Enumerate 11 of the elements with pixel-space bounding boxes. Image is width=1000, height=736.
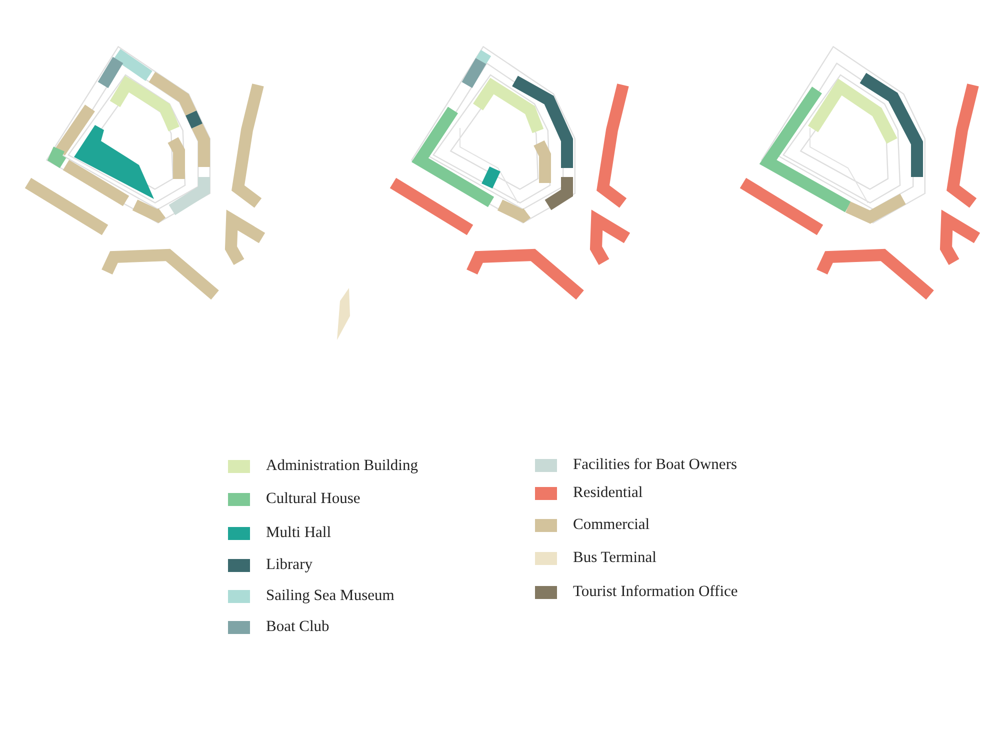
legend-label: Commercial	[573, 516, 650, 534]
legend-label: Tourist Information Office	[573, 583, 738, 601]
legend-label: Cultural House	[266, 490, 360, 508]
legend-label: Library	[266, 556, 312, 574]
legend-label: Residential	[573, 484, 643, 502]
legend-label: Multi Hall	[266, 524, 332, 542]
legend-label: Sailing Sea Museum	[266, 587, 394, 605]
legend-label: Bus Terminal	[573, 549, 656, 567]
legend-label: Facilities for Boat Owners	[573, 456, 738, 474]
legend-label: Administration Building	[266, 457, 418, 475]
legend-label: Boat Club	[266, 618, 330, 636]
